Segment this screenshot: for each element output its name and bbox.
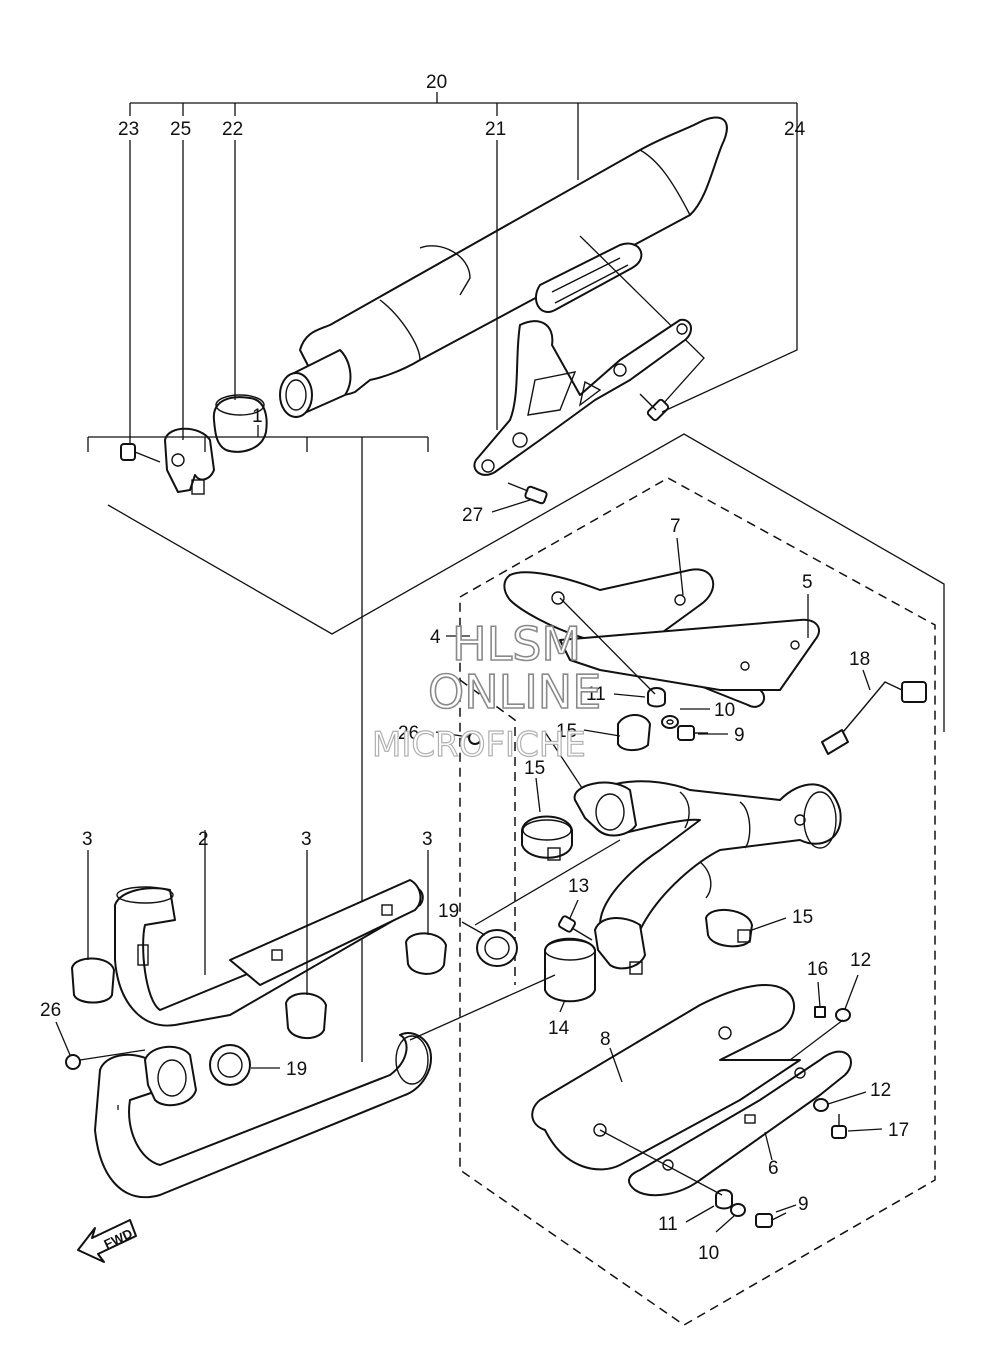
bolt-27 (507, 482, 548, 505)
callout-22: 22 (222, 119, 243, 140)
bolt-24 (639, 393, 670, 422)
clamp-15-a (617, 714, 651, 752)
watermark: HLSM ONLINE MICROFICHE (371, 616, 602, 765)
callout-26-lower: 26 (40, 1000, 61, 1021)
callout-3-left: 3 (82, 829, 93, 850)
callout-14: 14 (548, 1018, 570, 1039)
clamp-15-c (705, 908, 753, 948)
gasket-19-lower (209, 1044, 251, 1086)
callout-9-upper: 9 (734, 725, 745, 746)
clamp-3-right (405, 932, 447, 975)
dashed-assembly-boundary (459, 477, 936, 1326)
header-flange (144, 1045, 197, 1107)
fastener-set-right (813, 1006, 851, 1139)
callout-2: 2 (198, 829, 209, 850)
callout-12-top: 12 (850, 950, 871, 971)
fwd-label: FWD (102, 1226, 135, 1252)
muffler-body (299, 116, 728, 397)
bolt-13 (558, 915, 593, 941)
y-pipe-front-flange (594, 917, 646, 975)
gasket-22 (212, 394, 268, 453)
callout-10-upper: 10 (714, 700, 735, 721)
callout-11-lower: 11 (658, 1214, 678, 1235)
callout-18: 18 (849, 649, 870, 670)
callout-13: 13 (568, 876, 589, 897)
header-pipe-group (55, 425, 556, 1199)
callout-17: 17 (888, 1120, 909, 1141)
callout-1: 1 (252, 406, 263, 427)
callout-20: 20 (426, 72, 447, 93)
muffler-assembly-group (107, 92, 945, 732)
oxygen-sensor-18 (821, 681, 927, 755)
callout-19-lower: 19 (286, 1059, 307, 1080)
heat-shield-7-5 (503, 568, 820, 708)
callout-11-upper: 11 (586, 684, 606, 705)
callout-21: 21 (485, 119, 506, 140)
callout-6: 6 (768, 1158, 779, 1179)
clamp-15-b (521, 815, 573, 861)
gasket-19-upper (476, 929, 518, 967)
plug-26-lower (65, 1054, 81, 1070)
muffler-bracket-21 (473, 318, 692, 476)
fwd-arrow-badge: FWD (77, 1219, 137, 1263)
callout-12-bottom: 12 (870, 1080, 891, 1101)
callout-24: 24 (784, 119, 806, 140)
gasket-14 (544, 937, 596, 1003)
callout-3-right: 3 (422, 829, 433, 850)
fastener-set-upper (647, 687, 708, 741)
clamp-3-middle (285, 992, 327, 1039)
clamp-3-left (71, 957, 115, 1004)
callout-4: 4 (430, 627, 441, 648)
heat-shield-8-6 (531, 984, 852, 1197)
header-pipe-lower (94, 1032, 432, 1199)
watermark-online: ONLINE (428, 665, 601, 719)
watermark-hlsm: HLSM (452, 617, 581, 671)
callout-27: 27 (462, 505, 483, 526)
callout-19-upper: 19 (438, 901, 459, 922)
callout-26-upper: 26 (398, 723, 419, 744)
callout-8: 8 (600, 1029, 611, 1050)
callout-15-a: 15 (556, 721, 577, 742)
callout-16: 16 (807, 959, 828, 980)
callout-5: 5 (802, 572, 813, 593)
callout-25: 25 (170, 119, 191, 140)
callout-3-middle: 3 (301, 829, 312, 850)
callout-15-b: 15 (524, 758, 545, 779)
y-pipe-flange (573, 781, 637, 837)
callout-7: 7 (670, 516, 681, 537)
bolt-23 (120, 443, 161, 463)
plug-26-upper (468, 731, 482, 745)
callout-9-lower: 9 (798, 1194, 809, 1215)
callout-10-lower: 10 (698, 1243, 719, 1264)
watermark-microfiche: MICROFICHE (372, 725, 586, 765)
clamp-25 (164, 427, 215, 495)
fastener-set-lower (715, 1189, 787, 1228)
callout-15-c: 15 (792, 907, 813, 928)
callout-23: 23 (118, 119, 139, 140)
callout-labels: 20 23 25 22 21 24 27 7 5 4 18 11 10 9 26… (40, 72, 909, 1264)
